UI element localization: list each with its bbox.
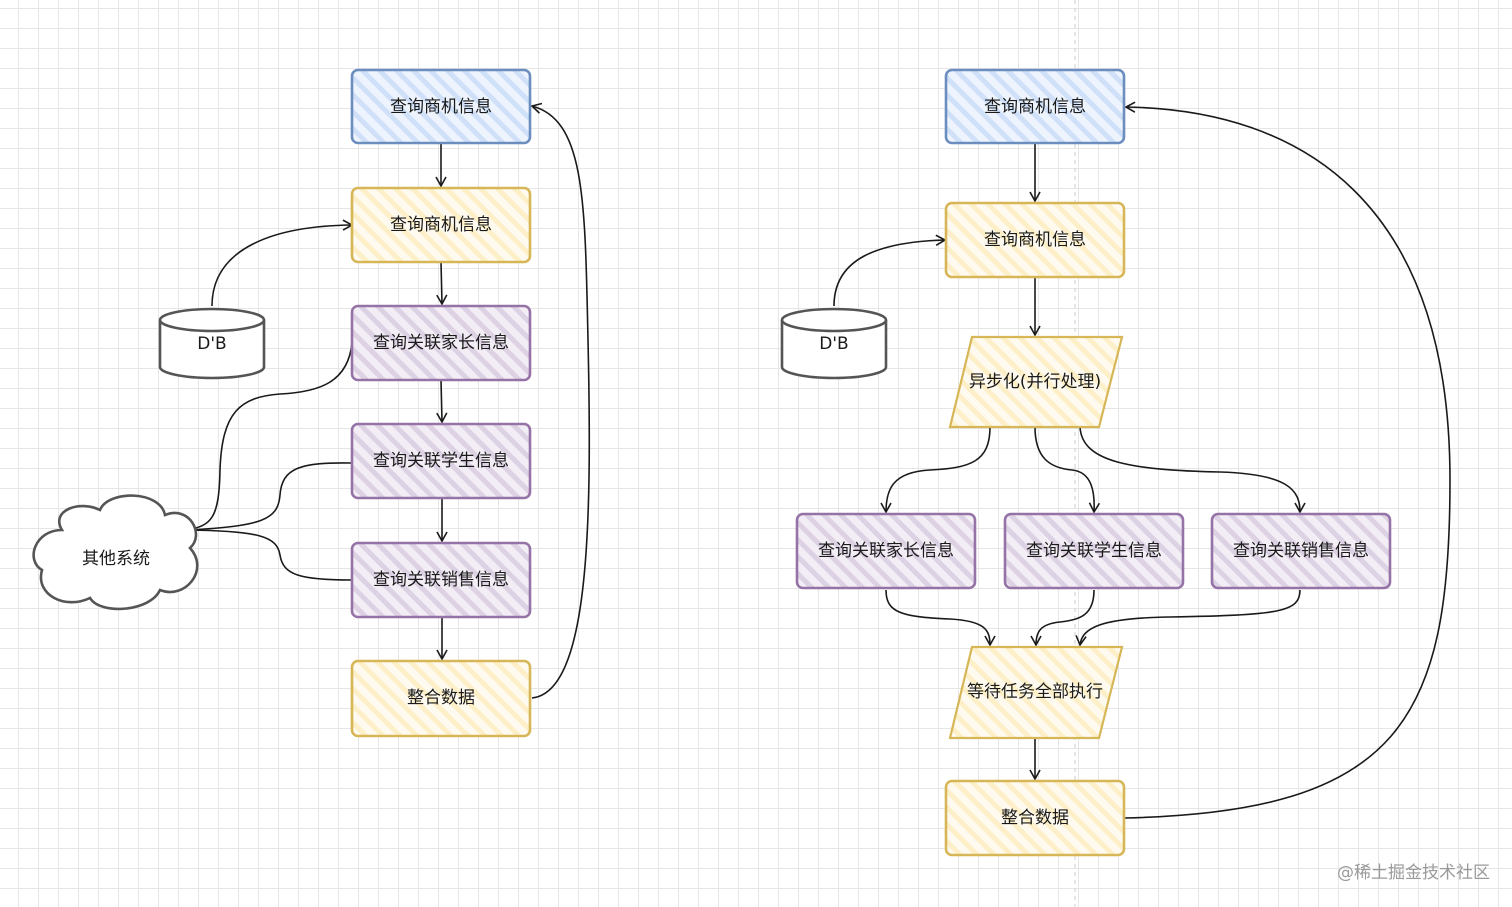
right-arrow-db bbox=[833, 234, 947, 307]
left-flow: 查询商机信息 查询商机信息 查询关联家长信息 查询关联学生信息 查询关联销售信息… bbox=[32, 68, 591, 738]
right-query-sales-box[interactable] bbox=[1210, 512, 1392, 590]
left-query-sales-label: 查询关联销售信息 bbox=[373, 570, 509, 590]
right-wait-parallelogram[interactable] bbox=[948, 645, 1124, 740]
right-database-label: D'B bbox=[819, 334, 848, 354]
right-loop-arrow bbox=[1123, 101, 1451, 819]
right-arrow-sales-wait bbox=[1075, 589, 1301, 647]
right-query-opportunity-label-2: 查询商机信息 bbox=[984, 230, 1086, 250]
left-query-opportunity-box[interactable] bbox=[350, 68, 532, 145]
right-arrow-async-parent bbox=[880, 426, 991, 514]
right-arrow-student-wait bbox=[1030, 589, 1095, 647]
left-query-parent-label: 查询关联家长信息 bbox=[373, 333, 509, 353]
right-wait-label: 等待任务全部执行 bbox=[967, 682, 1103, 702]
left-query-opportunity-label: 查询商机信息 bbox=[390, 97, 492, 117]
right-flow: 查询商机信息 查询商机信息 异步化(并行处理) 查询关联家长信息 查询关联学生信… bbox=[780, 68, 1451, 857]
right-arrow-async-sales bbox=[1079, 426, 1306, 514]
right-query-sales-label: 查询关联销售信息 bbox=[1233, 541, 1369, 561]
right-query-opportunity-box-2[interactable] bbox=[944, 201, 1126, 279]
left-line-sales-cloud bbox=[187, 529, 353, 581]
right-arrow-parent-wait bbox=[885, 589, 996, 647]
left-query-student-box[interactable] bbox=[350, 422, 532, 500]
right-merge-data-label: 整合数据 bbox=[1001, 808, 1069, 828]
left-query-opportunity-box-2[interactable] bbox=[350, 186, 532, 264]
left-database-label: D'B bbox=[197, 334, 226, 354]
left-query-student-label: 查询关联学生信息 bbox=[373, 451, 509, 471]
left-merge-data-label: 整合数据 bbox=[407, 688, 475, 708]
right-query-parent-box[interactable] bbox=[795, 512, 977, 590]
left-merge-data-box[interactable] bbox=[350, 659, 532, 738]
left-other-systems-label: 其他系统 bbox=[82, 549, 150, 569]
left-line-student-cloud bbox=[187, 462, 353, 531]
right-query-student-label: 查询关联学生信息 bbox=[1026, 541, 1162, 561]
right-arrow-async-student bbox=[1034, 426, 1101, 514]
left-query-sales-box[interactable] bbox=[350, 541, 532, 619]
left-database-icon[interactable] bbox=[158, 307, 266, 380]
right-query-opportunity-box[interactable] bbox=[944, 68, 1126, 145]
right-async-label: 异步化(并行处理) bbox=[969, 372, 1101, 392]
right-async-parallelogram[interactable] bbox=[948, 335, 1124, 429]
right-query-parent-label: 查询关联家长信息 bbox=[818, 541, 954, 561]
left-query-parent-box[interactable] bbox=[350, 304, 532, 382]
left-arrow-3-4 bbox=[436, 379, 448, 424]
right-query-student-box[interactable] bbox=[1003, 512, 1185, 590]
right-merge-data-box[interactable] bbox=[944, 779, 1126, 857]
left-arrow-db bbox=[211, 219, 354, 307]
left-loop-arrow bbox=[530, 102, 591, 699]
left-arrow-parent-cloud bbox=[184, 342, 353, 535]
left-other-systems-cloud-icon[interactable] bbox=[32, 494, 199, 611]
right-database-icon[interactable] bbox=[780, 307, 888, 380]
left-query-opportunity-label-2: 查询商机信息 bbox=[390, 215, 492, 235]
watermark: @稀土掘金技术社区 bbox=[1337, 863, 1490, 883]
right-query-opportunity-label: 查询商机信息 bbox=[984, 97, 1086, 117]
left-arrow-2-3 bbox=[436, 261, 448, 306]
